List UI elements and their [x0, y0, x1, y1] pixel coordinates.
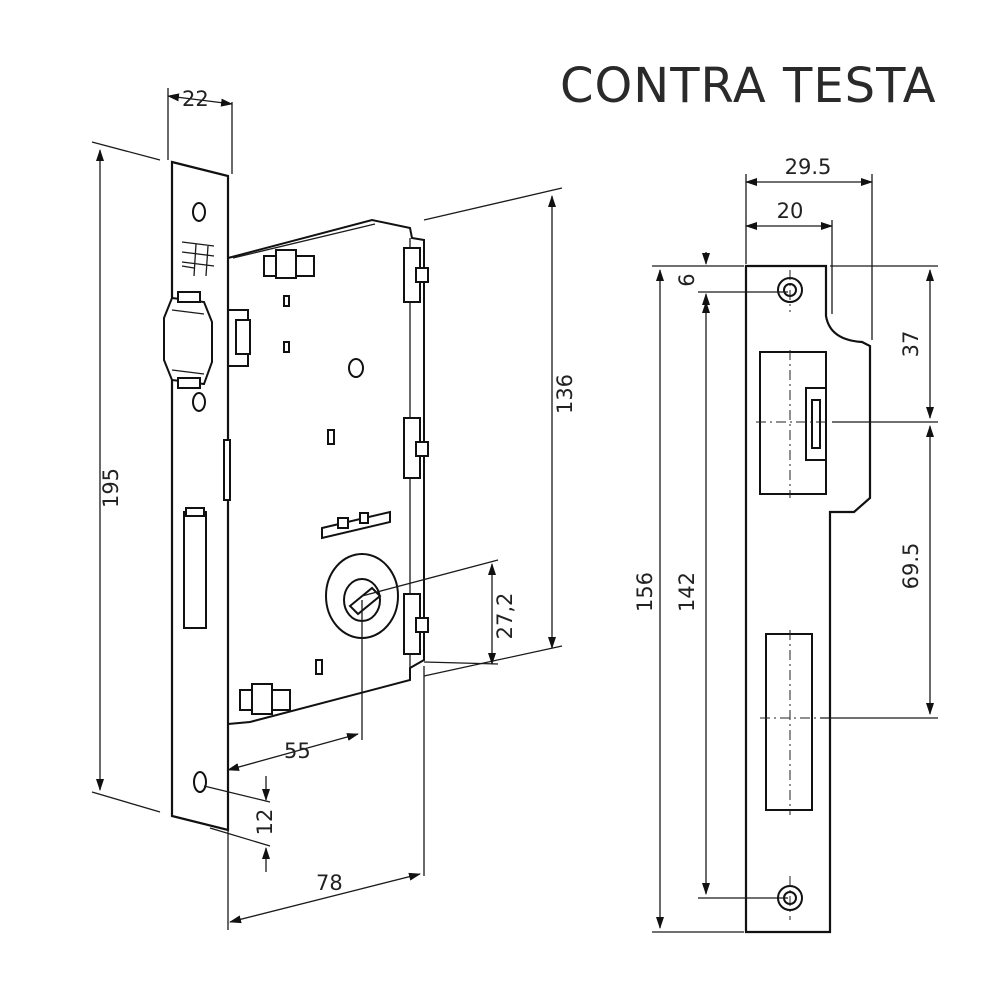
- strike-dimension-labels: 29.5 20 156 142 6 37 69.5: [633, 155, 923, 612]
- cam-bar: [321, 510, 391, 540]
- dim-hole-spacing: 142: [675, 572, 699, 612]
- dim-strike-inner-width: 20: [777, 199, 804, 223]
- dim-handle-offset: 27,2: [493, 593, 517, 640]
- mortise-dimension-lines: [91, 88, 563, 930]
- dim-total-height: 195: [99, 468, 123, 508]
- lock-case: [227, 218, 425, 726]
- bolt-opening: [765, 633, 813, 811]
- dead-bolt: [183, 507, 207, 629]
- dim-hole-top: 6: [675, 273, 699, 286]
- dim-strike-width: 29.5: [785, 155, 832, 179]
- mortise-dimension-labels: 22 195 136 27,2 55 78 12: [99, 87, 577, 895]
- dim-faceplate-width: 22: [182, 87, 209, 111]
- dim-case-height: 136: [553, 374, 577, 414]
- strike-plate: [744, 264, 872, 934]
- strike-dimension-lines: [652, 174, 938, 933]
- dim-latch-offset: 37: [899, 331, 923, 358]
- dim-backset: 55: [284, 739, 311, 763]
- dim-case-depth: 78: [316, 871, 343, 895]
- brand-logo-icon: [181, 241, 215, 277]
- dim-strike-height: 156: [633, 572, 657, 612]
- dim-latch-to-bolt: 69.5: [899, 543, 923, 590]
- latch-bolt: [163, 291, 213, 389]
- case-tabs: [227, 247, 429, 715]
- faceplate: [170, 160, 230, 832]
- mortise-lock: [163, 160, 429, 832]
- strike-plate-title: CONTRA TESTA: [560, 58, 937, 114]
- dim-screw-offset: 12: [253, 809, 277, 836]
